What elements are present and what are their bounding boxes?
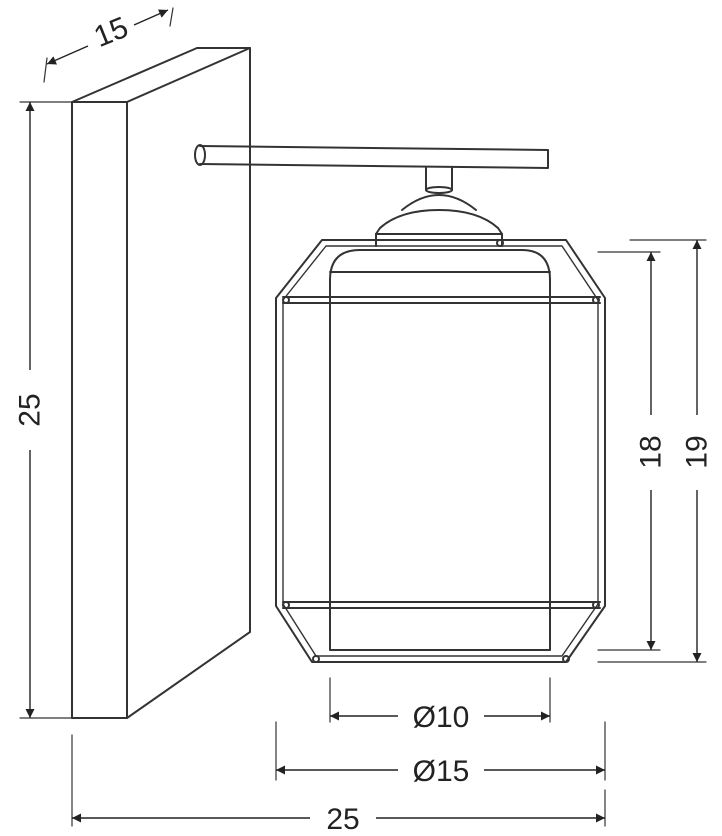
inner-glass-shade	[329, 249, 551, 651]
extension-lines	[19, 7, 707, 827]
backplate-top-face	[71, 47, 251, 103]
inner-diameter-label: Ø10	[413, 701, 470, 734]
inner-height-label: 18	[635, 435, 668, 468]
depth-dimension-line	[46, 45, 89, 65]
depth-label: 15	[90, 11, 133, 54]
dimension-lines	[25, 9, 702, 823]
total-width-label: 25	[326, 803, 359, 836]
dimension-labels: 15 25 18 19 Ø10 Ø15 25	[14, 11, 714, 836]
backplate-front-face	[71, 101, 128, 719]
outer-wire-cage	[275, 239, 606, 663]
backplate-height-label: 25	[14, 393, 47, 426]
backplate-side-face	[126, 47, 251, 719]
lamp-arm	[194, 144, 549, 194]
arm-stem	[425, 167, 453, 191]
cage-inner-outline	[282, 245, 599, 657]
arm-end-cap	[194, 144, 206, 166]
outer-diameter-label: Ø15	[413, 755, 470, 788]
backplate	[71, 47, 251, 719]
outer-height-label: 19	[681, 435, 714, 468]
arm-rod	[199, 145, 549, 169]
lamp-canopy	[375, 194, 503, 247]
